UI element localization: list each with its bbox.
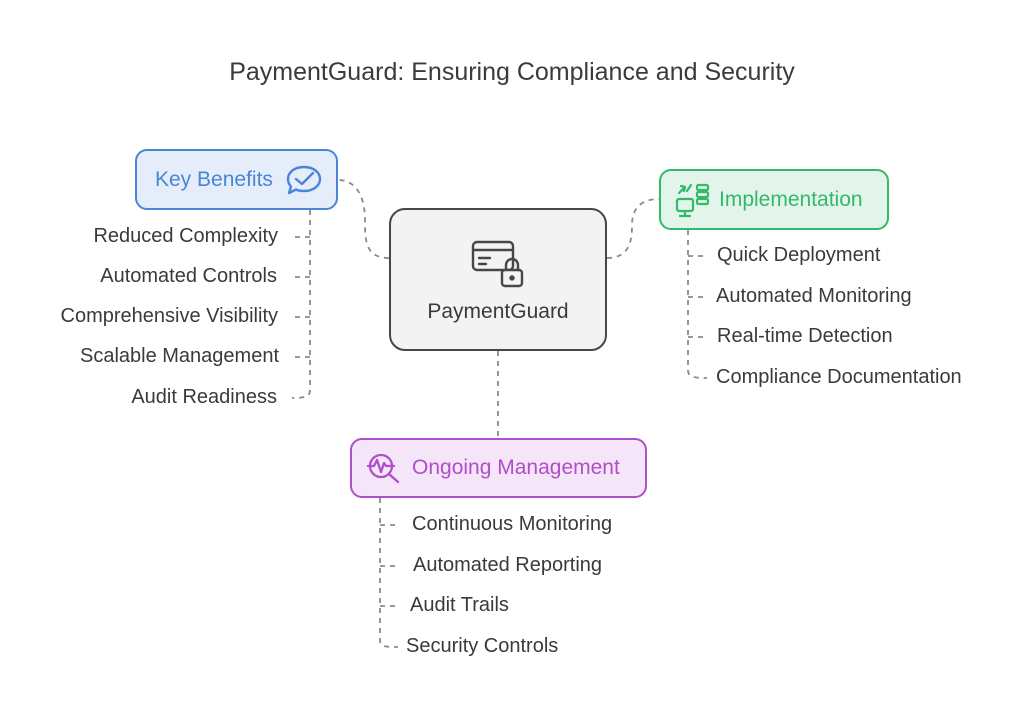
implementation-label: Implementation	[719, 187, 863, 211]
diagram-title: PaymentGuard: Ensuring Compliance and Se…	[229, 58, 795, 86]
ongoing-item: Automated Reporting	[413, 554, 603, 576]
ongoing-item: Audit Trails	[410, 594, 509, 616]
implementation-item: Quick Deployment	[717, 244, 881, 266]
key-benefits-item: Reduced Complexity	[93, 225, 278, 247]
ongoing-management-label: Ongoing Management	[412, 456, 620, 479]
ongoing-item: Continuous Monitoring	[412, 513, 613, 535]
implementation-item: Compliance Documentation	[716, 366, 962, 388]
tree-ongoing	[379, 498, 399, 648]
key-benefits-item: Scalable Management	[79, 345, 279, 367]
tree-implementation	[687, 230, 708, 379]
key-benefits-item: Audit Readiness	[131, 386, 277, 408]
connector-center-key-benefits	[337, 179, 390, 259]
implementation-node: Implementation	[659, 169, 889, 230]
key-benefits-node: Key Benefits	[135, 149, 338, 210]
tree-key-benefits	[291, 210, 311, 399]
key-benefits-item: Automated Controls	[100, 265, 277, 287]
ongoing-item: Security Controls	[406, 635, 559, 657]
key-benefits-item: Comprehensive Visibility	[60, 305, 279, 327]
ongoing-management-node: Ongoing Management	[350, 438, 647, 498]
key-benefits-label: Key Benefits	[155, 167, 273, 191]
center-label: PaymentGuard	[427, 299, 569, 323]
center-node: PaymentGuard	[389, 208, 607, 351]
implementation-item: Automated Monitoring	[716, 285, 912, 307]
implementation-item: Real-time Detection	[717, 325, 893, 347]
connector-center-implementation	[606, 198, 660, 259]
deploy-server-icon	[675, 183, 710, 217]
credit-card-lock-icon	[471, 240, 524, 287]
heartbeat-search-icon	[366, 453, 400, 484]
chat-check-icon	[286, 165, 322, 194]
